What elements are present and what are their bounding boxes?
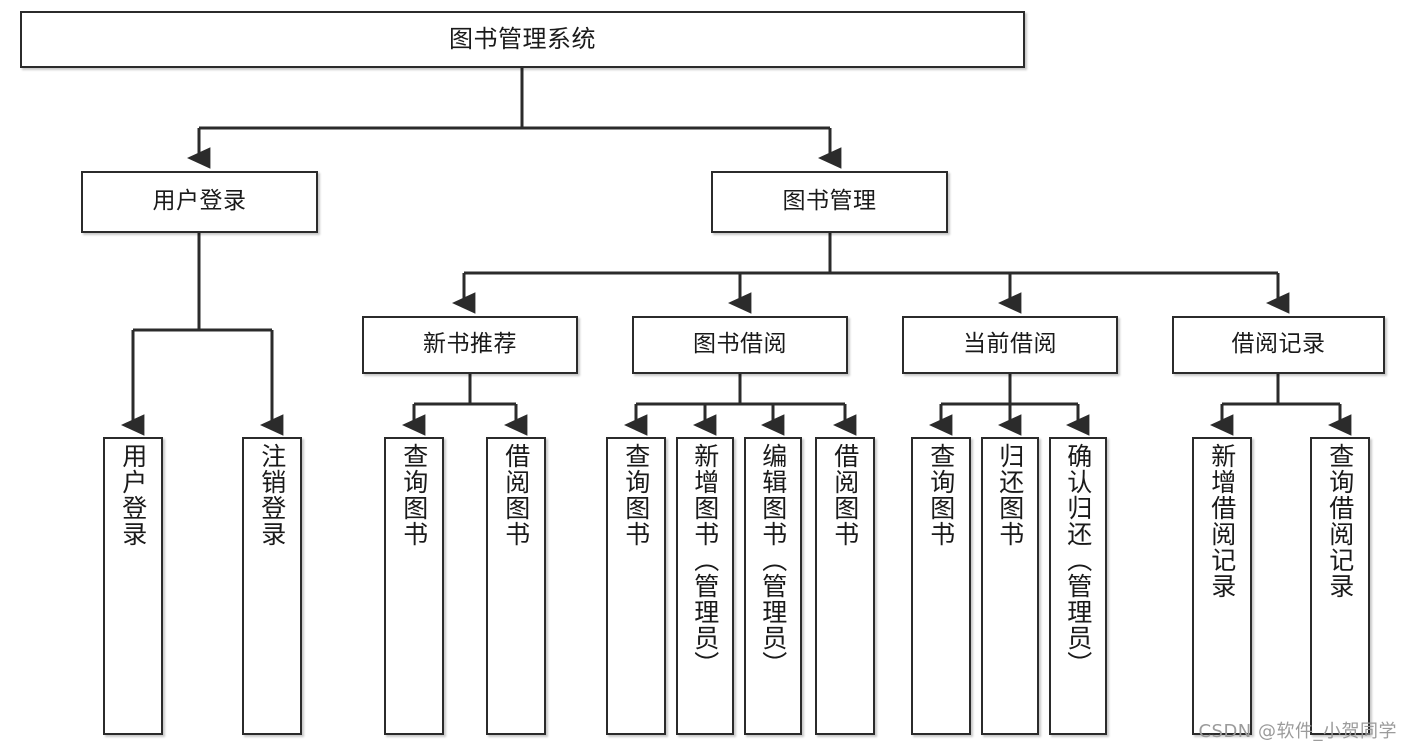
leaf-current-confirm-return-admin[interactable]: 确认归还（管理员）: [1049, 437, 1107, 735]
leaf-recommend-borrow-book[interactable]: 借阅图书: [486, 437, 546, 735]
node-label: 用户登录: [152, 188, 247, 215]
node-borrow-record[interactable]: 借阅记录: [1172, 316, 1385, 374]
node-new-book-recommend[interactable]: 新书推荐: [362, 316, 578, 374]
leaf-recommend-query-book[interactable]: 查询图书: [384, 437, 444, 735]
node-label: 注销登录: [257, 443, 287, 547]
node-label: 借阅记录: [1231, 331, 1326, 358]
node-label: 图书借阅: [693, 331, 787, 358]
node-label: 查询图书: [621, 443, 651, 547]
node-label: 归还图书: [995, 443, 1025, 547]
node-label: 查询借阅记录: [1325, 443, 1355, 599]
node-label: 确认归还（管理员）: [1063, 443, 1093, 677]
node-user-login[interactable]: 用户登录: [81, 171, 318, 233]
leaf-user-login-login[interactable]: 用户登录: [103, 437, 163, 735]
leaf-current-query-book[interactable]: 查询图书: [911, 437, 971, 735]
node-label: 新增图书（管理员）: [690, 443, 720, 677]
leaf-user-login-logout[interactable]: 注销登录: [242, 437, 302, 735]
node-label: 查询图书: [926, 443, 956, 547]
node-label: 新增借阅记录: [1207, 443, 1237, 599]
leaf-borrow-borrow-book[interactable]: 借阅图书: [815, 437, 875, 735]
node-label: 查询图书: [399, 443, 429, 547]
node-book-management[interactable]: 图书管理: [711, 171, 948, 233]
watermark-text: CSDN @软件_小贺同学: [1198, 721, 1397, 742]
node-label: 新书推荐: [423, 331, 517, 358]
leaf-record-query-record[interactable]: 查询借阅记录: [1310, 437, 1370, 735]
node-label: 编辑图书（管理员）: [758, 443, 788, 677]
leaf-record-add-record[interactable]: 新增借阅记录: [1192, 437, 1252, 735]
leaf-borrow-query-book[interactable]: 查询图书: [606, 437, 666, 735]
node-label: 当前借阅: [963, 331, 1057, 358]
leaf-current-return-book[interactable]: 归还图书: [981, 437, 1039, 735]
node-book-borrow[interactable]: 图书借阅: [632, 316, 848, 374]
leaf-borrow-add-book-admin[interactable]: 新增图书（管理员）: [676, 437, 734, 735]
node-label: 借阅图书: [501, 443, 531, 547]
node-label: 图书管理系统: [449, 25, 596, 54]
node-current-borrow[interactable]: 当前借阅: [902, 316, 1118, 374]
leaf-borrow-edit-book-admin[interactable]: 编辑图书（管理员）: [744, 437, 802, 735]
node-label: 用户登录: [118, 443, 148, 547]
node-label: 图书管理: [782, 188, 877, 215]
node-label: 借阅图书: [830, 443, 860, 547]
node-root-system[interactable]: 图书管理系统: [20, 11, 1025, 68]
